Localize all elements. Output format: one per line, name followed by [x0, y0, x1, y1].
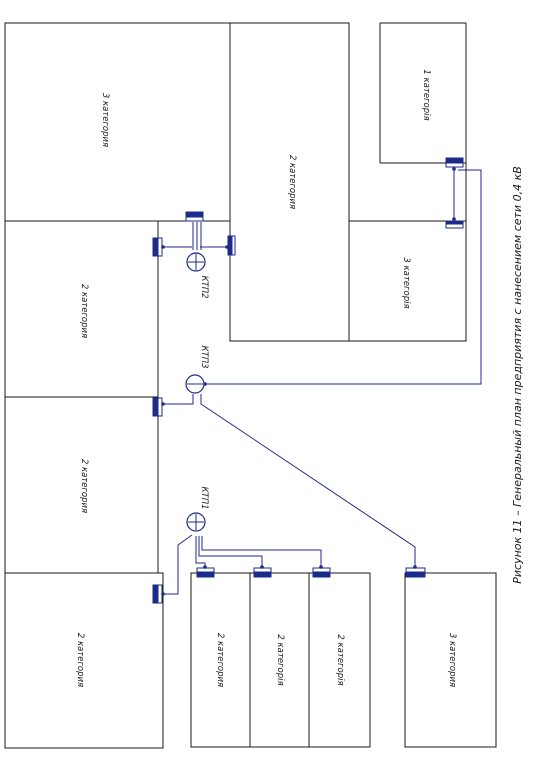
- dot: [452, 217, 456, 221]
- dot: [319, 565, 323, 569]
- substation-ktp3: КТП3: [185, 345, 209, 394]
- cable-ktp1-b8c: [201, 536, 322, 570]
- label-b10: 2 категорія: [335, 634, 345, 685]
- label-b11: 3 категория: [447, 633, 457, 687]
- panel-b4-strip: [445, 223, 464, 229]
- label-b3: 1 категорія: [421, 69, 431, 120]
- label-ktp2: КТП2: [199, 275, 209, 298]
- dot: [413, 565, 417, 569]
- panel-b2-bottom: [185, 211, 204, 218]
- label-b4: 3 категорія: [401, 257, 411, 308]
- substation-ktp2: КТП2: [186, 252, 209, 299]
- dot: [161, 402, 165, 406]
- cable-ktp1-b8a: [195, 536, 206, 570]
- network-0-4kv: [162, 168, 482, 595]
- panels: [152, 157, 464, 604]
- label-b1: 3 категория: [100, 93, 110, 147]
- dot: [161, 592, 165, 596]
- panel-b5-right: [152, 237, 159, 257]
- label-b8: 2 категория: [215, 633, 225, 687]
- label-ktp3: КТП3: [199, 345, 209, 368]
- cable-ktp3-b3: [204, 169, 482, 385]
- panel-b2-left-strip: [231, 235, 236, 256]
- panel-b3: [445, 157, 464, 164]
- panel-b8b: [253, 571, 272, 578]
- label-b5: 2 категория: [79, 284, 89, 338]
- dot: [260, 565, 264, 569]
- dot: [161, 245, 165, 249]
- label-b7: 2 категория: [75, 633, 85, 687]
- building-1: [4, 22, 231, 222]
- figure-caption: Рисунок 11 – Генеральный план предприяти…: [511, 166, 524, 584]
- building-2: [229, 22, 350, 342]
- building-labels: 3 категория 2 категория 1 категорія 3 ка…: [75, 69, 457, 687]
- panel-b3-strip: [445, 162, 464, 168]
- label-b2: 2 категория: [287, 155, 297, 209]
- connection-dots: [161, 167, 456, 596]
- panel-b8c: [312, 571, 331, 578]
- building-7: [4, 572, 164, 749]
- panel-b11: [405, 571, 426, 578]
- label-b6: 2 категория: [79, 459, 89, 513]
- label-ktp1: КТП1: [199, 486, 209, 509]
- label-b9: 2 категорія: [275, 634, 285, 685]
- dot: [452, 167, 456, 171]
- cable-ktp1-b8b: [198, 536, 263, 570]
- dot: [203, 565, 207, 569]
- building-8: [190, 572, 371, 748]
- cable-ktp3-b6: [162, 394, 194, 405]
- building-3-4: [349, 22, 467, 342]
- panel-b6: [152, 397, 159, 417]
- panel-b6-strip: [157, 397, 163, 417]
- panel-b7: [152, 584, 159, 604]
- building-11: [404, 572, 497, 748]
- substation-ktp1: КТП1: [186, 486, 209, 532]
- panel-b2-bottom-strip: [185, 216, 204, 222]
- dot: [225, 245, 229, 249]
- cable-ktp3-b11: [200, 394, 416, 568]
- buildings: [4, 22, 497, 749]
- panel-b8a: [196, 571, 215, 578]
- cable-ktp1-b7: [162, 534, 193, 595]
